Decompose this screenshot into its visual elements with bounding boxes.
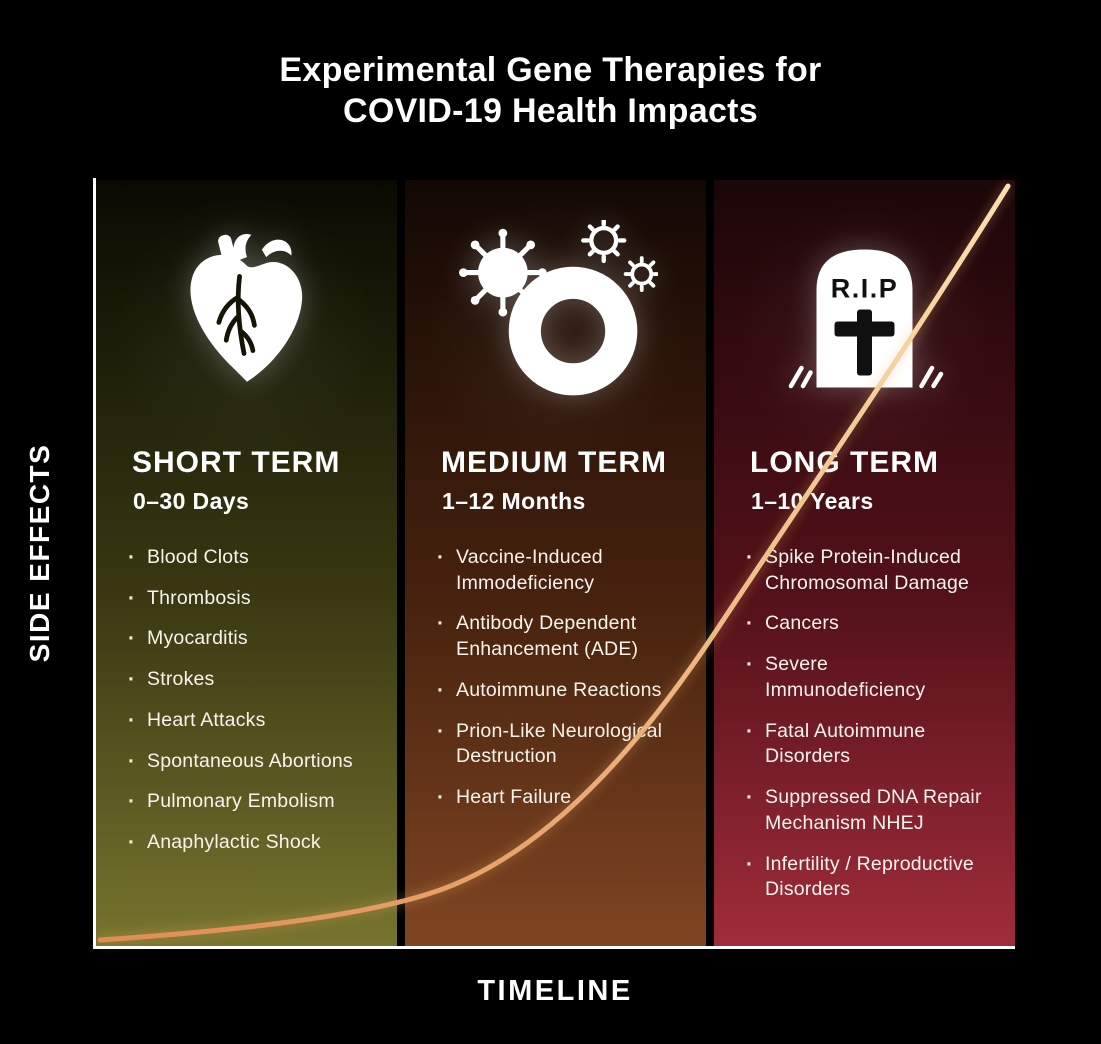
side-effect-item: Infertility / Reproductive Disorders: [744, 851, 993, 903]
side-effect-item: Suppressed DNA Repair Mechanism NHEJ: [744, 784, 993, 836]
timeline-chart: SHORT TERM 0–30 Days Blood ClotsThrombos…: [96, 180, 1015, 946]
side-effect-item: Spontaneous Abortions: [126, 748, 375, 775]
side-effects-list-medium-term: Vaccine-Induced ImmodeficiencyAntibody D…: [405, 544, 706, 826]
column-heading-long-term: LONG TERM: [750, 446, 939, 479]
x-axis-line: [93, 946, 1015, 949]
column-subheading-short-term: 0–30 Days: [133, 488, 250, 514]
side-effect-item: Anaphylactic Shock: [126, 829, 375, 856]
side-effect-item: Prion-Like Neurological Destruction: [435, 718, 684, 770]
side-effect-item: Myocarditis: [126, 625, 375, 652]
column-short-term: SHORT TERM 0–30 Days Blood ClotsThrombos…: [96, 180, 397, 946]
side-effects-list-short-term: Blood ClotsThrombosisMyocarditisStrokesH…: [96, 544, 397, 871]
column-heading-short-term: SHORT TERM: [132, 446, 341, 479]
column-long-term: R.I.P LONG TERM 1–10 Years Spike Protein…: [714, 180, 1015, 946]
column-subheading-long-term: 1–10 Years: [751, 488, 874, 514]
side-effect-item: Strokes: [126, 666, 375, 693]
y-axis-line: [93, 178, 96, 949]
side-effect-item: Heart Attacks: [126, 707, 375, 734]
side-effect-item: Severe Immunodeficiency: [744, 651, 993, 703]
side-effect-item: Heart Failure: [435, 784, 684, 811]
side-effect-item: Thrombosis: [126, 585, 375, 612]
side-effects-list-long-term: Spike Protein-Induced Chromosomal Damage…: [714, 544, 1015, 918]
side-effect-item: Blood Clots: [126, 544, 375, 571]
side-effect-item: Autoimmune Reactions: [435, 677, 684, 704]
y-axis-label: SIDE EFFECTS: [24, 443, 55, 663]
side-effect-item: Antibody Dependent Enhancement (ADE): [435, 610, 684, 662]
x-axis-label: TIMELINE: [477, 975, 633, 1007]
anatomical-heart-icon: [96, 180, 397, 432]
page-title: Experimental Gene Therapies for COVID-19…: [0, 50, 1101, 133]
coronavirus-icon: [405, 180, 706, 432]
tombstone-rip-icon: R.I.P: [714, 180, 1015, 432]
column-heading-medium-term: MEDIUM TERM: [441, 446, 667, 479]
side-effect-item: Spike Protein-Induced Chromosomal Damage: [744, 544, 993, 596]
title-line-2: COVID-19 Health Impacts: [342, 92, 759, 131]
column-subheading-medium-term: 1–12 Months: [442, 488, 586, 514]
side-effect-item: Vaccine-Induced Immodeficiency: [435, 544, 684, 596]
title-line-1: Experimental Gene Therapies for: [279, 51, 822, 89]
rip-label: R.I.P: [831, 273, 899, 303]
side-effect-item: Fatal Autoimmune Disorders: [744, 718, 993, 770]
side-effect-item: Cancers: [744, 610, 993, 637]
side-effect-item: Pulmonary Embolism: [126, 788, 375, 815]
column-medium-term: MEDIUM TERM 1–12 Months Vaccine-Induced …: [405, 180, 706, 946]
